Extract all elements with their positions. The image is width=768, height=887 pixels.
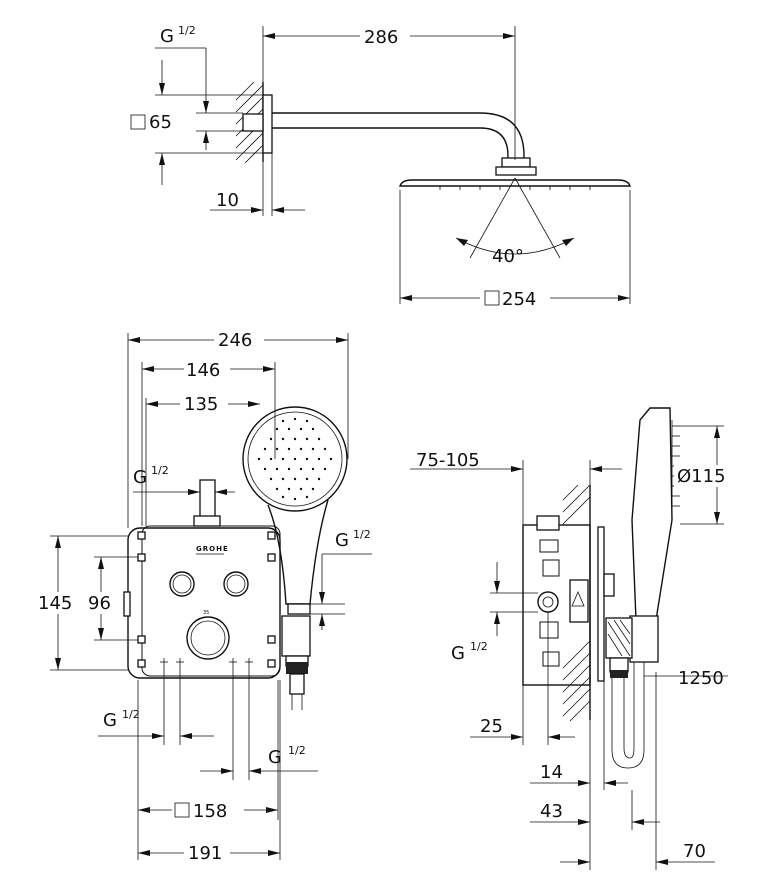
hose-length-label: 1250 [678,668,724,689]
hand-shower [242,406,348,710]
spray-angle-label: 40° [492,246,524,267]
wall-outlet [287,603,311,615]
plate-offset-label: 14 [540,762,563,783]
button-spacing-label: 96 [88,593,111,614]
side-connection-fraction-2: 1/2 [470,640,488,653]
box-height-label: 145 [38,593,72,614]
box-width-label: 191 [188,843,222,864]
hose-nut [286,662,308,674]
arm-length-label: 286 [364,27,398,48]
shower-head-body [399,179,631,187]
head-shower-view: 40° 286 G 1/2 65 10 [130,24,631,310]
shower-holder [281,615,311,657]
wall-flange [262,94,273,154]
pipe-stub [242,113,264,132]
square-symbol [130,114,146,130]
bottom-left-connection-label: G [103,710,117,731]
wall-offset-label: 10 [216,190,239,211]
button-left [169,571,195,597]
side-port [537,591,559,613]
bottom-right-connection-fraction: 1/2 [288,744,306,757]
bottom-left-connection-fraction: 1/2 [122,708,140,721]
arm-connection-label: G [160,26,174,47]
spray-angle-lines [455,177,575,259]
handshower-offset-label: 146 [186,360,220,381]
holder-projection-label: 70 [683,841,706,862]
shower-head-nozzles [439,186,591,190]
side-view: 75-105 Ø115 G 1/2 1250 25 [410,407,734,870]
side-connection-label: G [335,530,349,551]
handshower-center-label: 135 [184,394,218,415]
handshower-diameter-label: Ø115 [677,466,726,487]
top-connection-label: G [133,467,147,488]
flange-square-label: 65 [149,112,172,133]
box-depth-label: 25 [480,716,503,737]
side-connection-label-2: G [451,643,465,664]
shower-arm [272,112,525,160]
hand-shower-nozzles [257,417,333,501]
bottom-ports [160,658,253,666]
svg-text:35: 35 [203,610,209,616]
side-connection-fraction: 1/2 [353,528,371,541]
bottom-right-connection-label: G [268,747,282,768]
side-plate [597,526,605,682]
top-connection-fraction: 1/2 [151,464,169,477]
corner-screws [137,531,276,668]
brand-logo: GROHE [196,545,229,553]
side-hand-shower-holder [629,615,659,663]
arm-connection-fraction: 1/2 [178,24,196,37]
side-hand-shower [605,407,680,769]
wall-depth-label: 75-105 [416,450,480,471]
overall-width-label: 246 [218,330,252,351]
button-right [223,571,249,597]
front-view: GROHE 35 [36,328,372,864]
head-square-label: 254 [502,289,536,310]
thermostat-knob [186,616,230,660]
plate-square-label: 158 [193,801,227,822]
arm-nut [501,157,531,168]
overall-depth-label: 43 [540,801,563,822]
